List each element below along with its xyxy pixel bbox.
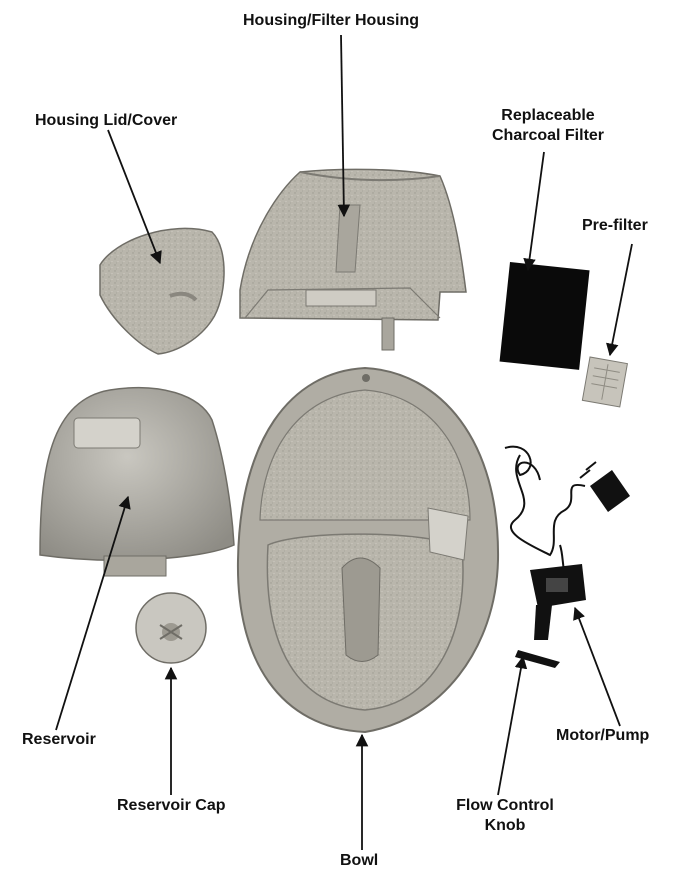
label-flow-control-knob: Flow Control Knob — [450, 796, 560, 836]
arrow-motor-pump — [573, 606, 621, 727]
label-replaceable-charcoal-filter-line1: Replaceable — [501, 107, 595, 124]
arrow-pre-filter — [606, 243, 633, 357]
label-pre-filter: Pre-filter — [582, 217, 648, 234]
label-reservoir-cap: Reservoir Cap — [117, 797, 226, 814]
bowl-image — [236, 366, 500, 734]
arrow-flow-control-knob — [497, 655, 528, 796]
reservoir-image — [39, 386, 235, 577]
pre-filter-image — [581, 356, 629, 408]
charcoal-filter-image — [499, 262, 590, 370]
arrow-housing-lid-cover — [107, 129, 162, 265]
label-reservoir: Reservoir — [22, 731, 96, 748]
arrow-housing-filter-housing — [337, 34, 351, 218]
label-housing-filter-housing: Housing/Filter Housing — [243, 12, 419, 29]
arrow-reservoir — [55, 495, 131, 731]
label-motor-pump: Motor/Pump — [556, 727, 650, 744]
housing-lid-cover-image — [99, 227, 225, 355]
label-flow-control-knob-line2: Knob — [484, 817, 526, 834]
label-replaceable-charcoal-filter-line2: Charcoal Filter — [491, 127, 605, 144]
label-replaceable-charcoal-filter: Replaceable Charcoal Filter — [486, 106, 610, 146]
label-housing-lid-cover: Housing Lid/Cover — [35, 112, 178, 129]
label-flow-control-knob-line1: Flow Control — [456, 797, 554, 814]
housing-filter-housing-image — [239, 168, 467, 351]
arrow-charcoal-filter — [523, 151, 545, 272]
label-bowl: Bowl — [340, 852, 379, 869]
motor-pump-image — [504, 445, 630, 668]
reservoir-cap-image — [135, 592, 207, 664]
